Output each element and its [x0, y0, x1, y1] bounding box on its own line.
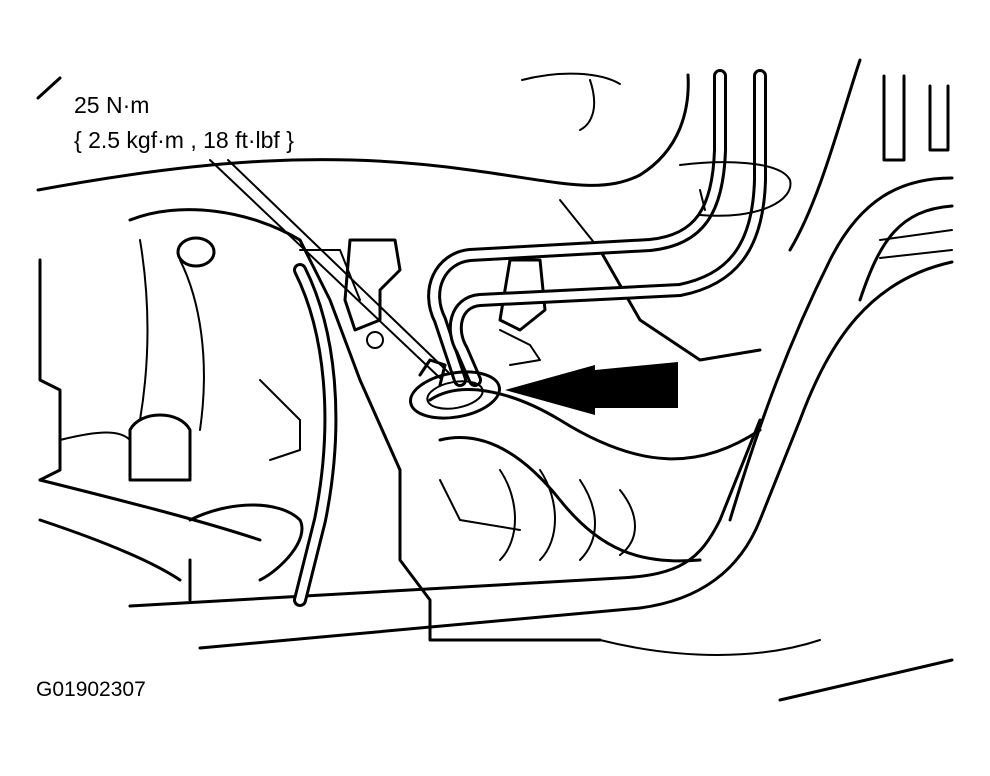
location-arrow-icon: [505, 362, 678, 415]
left-transmission-housing: [38, 208, 402, 602]
torque-value-label: 25 N·m: [74, 92, 150, 118]
right-frame-bracket: [728, 58, 954, 522]
left-hose: [293, 263, 338, 607]
connector-plug: [498, 258, 547, 366]
sensor-pipes: [427, 69, 792, 387]
sensor-bracket: [299, 238, 402, 349]
torque-leader-line: [209, 159, 449, 379]
upper-body-panel: [36, 72, 690, 192]
torque-conversion-label: { 2.5 kgf·m , 18 ft·lbf }: [74, 127, 294, 153]
lower-frame-bar: [128, 260, 954, 702]
figure-code-label: G01902307: [36, 678, 146, 701]
catalytic-converter: [398, 199, 762, 642]
